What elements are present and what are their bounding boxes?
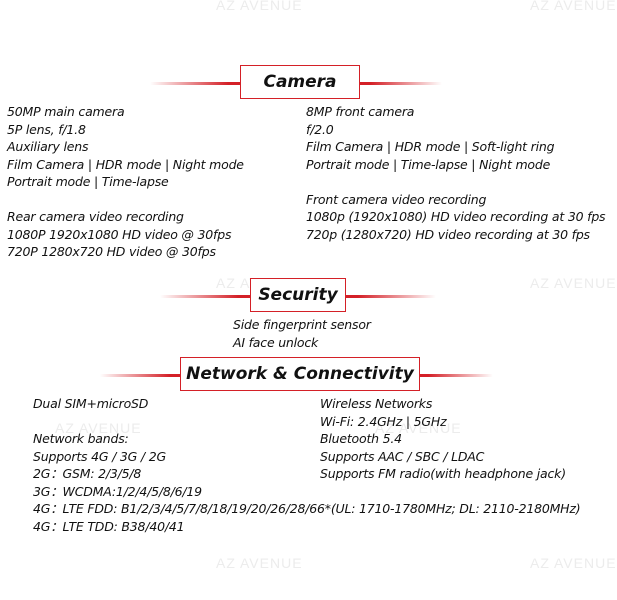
camera-title-box: Camera	[240, 65, 360, 99]
spec-line: Supports AAC / SBC / LDAC	[320, 448, 485, 464]
network-title-box: Network & Connectivity	[180, 357, 420, 391]
bands-title: Network bands:	[33, 431, 129, 446]
network-bands-specs: Dual SIM+microSD Network bands: Supports…	[33, 395, 581, 535]
spec-line: 4G：LTE FDD: B1/2/3/4/5/7/8/18/19/20/26/2…	[33, 501, 581, 516]
spec-line: Supports 4G / 3G / 2G	[33, 448, 166, 464]
camera-section-header: Camera	[0, 63, 600, 103]
spec-line: 720P 1280x720 HD video @ 30fps	[7, 244, 216, 259]
watermark: AZ AVENUE	[530, 275, 617, 291]
spec-line: 8MP front camera	[306, 104, 415, 119]
header-rule-right	[344, 295, 436, 298]
spec-line: 4G：LTE TDD: B38/40/41	[33, 518, 185, 534]
front-video-title: Front camera video recording	[306, 191, 487, 207]
rear-camera-specs: 50MP main camera 5P lens, f/1.8 Auxiliar…	[7, 103, 244, 261]
watermark: AZ AVENUE	[375, 420, 462, 436]
security-title: Security	[258, 285, 338, 305]
header-rule-left	[160, 295, 252, 298]
wireless-title: Wireless Networks	[320, 396, 433, 411]
spec-line: Bluetooth 5.4	[320, 431, 402, 446]
spec-line: Supports FM radio(with headphone jack)	[320, 466, 566, 481]
spec-line: Wi-Fi: 2.4GHz | 5GHz	[320, 413, 447, 429]
watermark: AZ AVENUE	[530, 555, 617, 571]
security-title-box: Security	[250, 278, 346, 312]
wireless-specs: Wireless Networks Wi-Fi: 2.4GHz | 5GHz B…	[320, 395, 566, 483]
spec-line: 1080P 1920x1080 HD video @ 30fps	[7, 226, 232, 242]
front-camera-specs: 8MP front camera f/2.0 Film Camera | HDR…	[306, 103, 606, 243]
watermark: AZ AVENUE	[216, 0, 303, 13]
spec-line: Film Camera | HDR mode | Night mode	[7, 156, 244, 172]
camera-title: Camera	[263, 72, 337, 92]
spec-line: 1080p (1920x1080) HD video recording at …	[306, 209, 606, 224]
spec-line: Auxiliary lens	[7, 139, 89, 154]
spec-line: f/2.0	[306, 121, 334, 137]
header-rule-left	[100, 374, 182, 377]
network-title: Network & Connectivity	[186, 364, 414, 384]
spec-line: Portrait mode | Time-lapse	[7, 174, 169, 189]
network-section-header: Network & Connectivity	[0, 355, 600, 395]
spec-line: AI face unlock	[233, 334, 319, 350]
header-rule-left	[150, 82, 242, 85]
watermark: AZ AVENUE	[530, 0, 617, 13]
spec-line: Portrait mode | Time-lapse | Night mode	[306, 156, 551, 172]
security-section-header: Security	[0, 276, 600, 316]
spec-line: Side fingerprint sensor	[233, 317, 371, 332]
header-rule-right	[417, 374, 493, 377]
spec-line: 2G：GSM: 2/3/5/8	[33, 466, 142, 481]
spec-line: 50MP main camera	[7, 104, 125, 119]
sim-info: Dual SIM+microSD	[33, 396, 149, 411]
spec-line: 720p (1280x720) HD video recording at 30…	[306, 226, 590, 242]
header-rule-right	[358, 82, 442, 85]
watermark: AZ AVENUE	[216, 555, 303, 571]
security-specs: Side fingerprint sensor AI face unlock	[233, 316, 371, 351]
watermark: AZ AVENUE	[55, 420, 142, 436]
spec-line: 5P lens, f/1.8	[7, 121, 86, 137]
spec-line: 3G：WCDMA:1/2/4/5/8/6/19	[33, 483, 202, 499]
rear-video-title: Rear camera video recording	[7, 209, 184, 224]
spec-line: Film Camera | HDR mode | Soft-light ring	[306, 139, 555, 154]
